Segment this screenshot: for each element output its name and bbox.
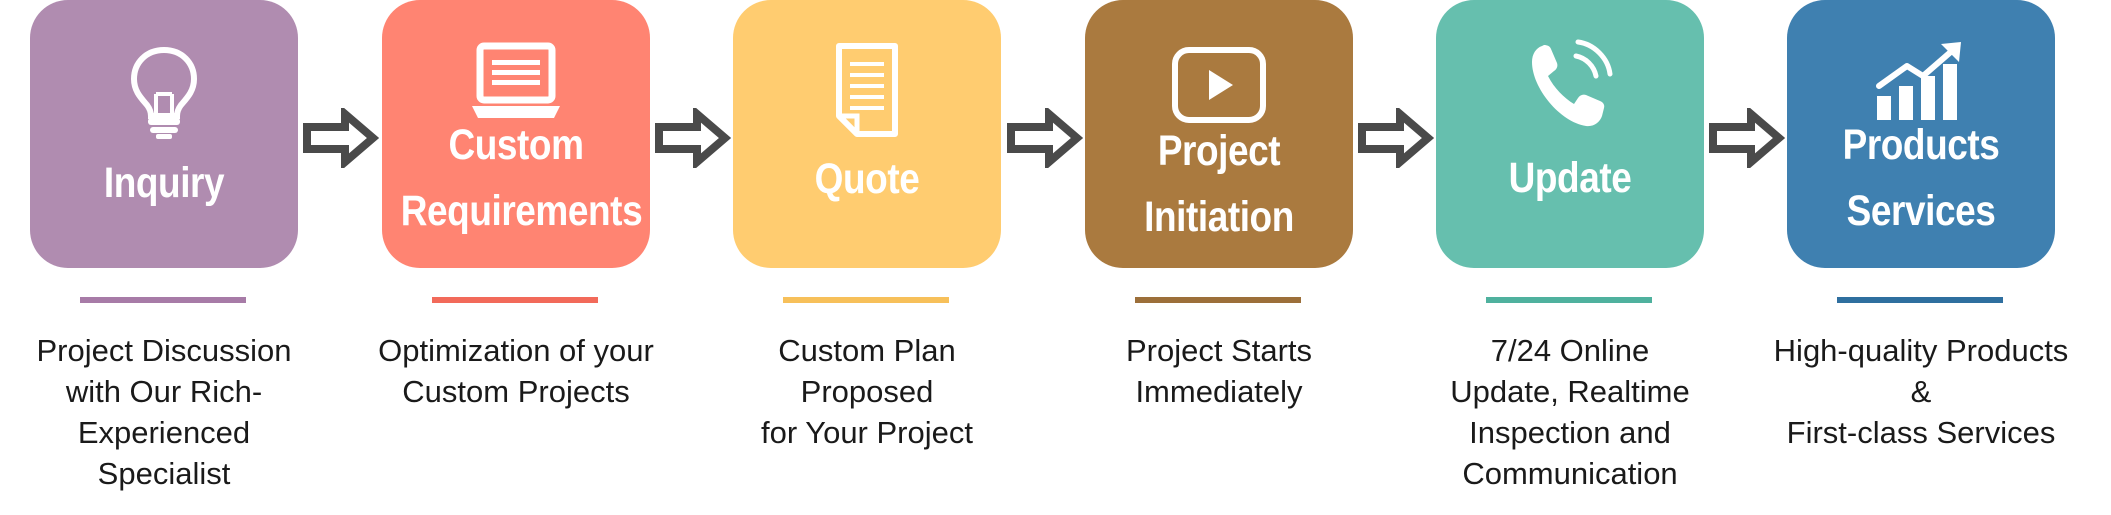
step-tile: Update — [1436, 0, 1704, 268]
step-divider — [1486, 297, 1652, 303]
step-title: Inquiry — [103, 159, 225, 207]
step-description: 7/24 Online Update, Realtime Inspection … — [1450, 333, 1690, 491]
step-products-services: Products Services High-quality Products … — [1774, 0, 2068, 515]
laptop-icon — [466, 38, 566, 138]
step-title: Project Initiation — [1144, 127, 1294, 241]
step-tile: Inquiry — [30, 0, 298, 268]
step-description: High-quality Products & First-class Serv… — [1773, 333, 2069, 450]
lightbulb-icon — [114, 42, 214, 142]
step-tile: Products Services — [1787, 0, 2055, 268]
step-divider — [80, 297, 246, 303]
step-quote: Quote Custom Plan Proposed for Your Proj… — [733, 0, 1001, 515]
step-divider — [1135, 297, 1301, 303]
arrow-right-icon — [1709, 108, 1785, 168]
step-title: Update — [1508, 154, 1632, 202]
step-divider — [1837, 297, 2003, 303]
step-title: Custom Requirements — [400, 121, 643, 235]
step-custom-requirements: Custom Requirements Optimization of your… — [378, 0, 654, 515]
step-tile: Custom Requirements — [382, 0, 650, 268]
step-inquiry: Inquiry Project Discussion with Our Rich… — [30, 0, 298, 515]
step-update: Update 7/24 Online Update, Realtime Insp… — [1436, 0, 1704, 515]
step-tile: Project Initiation — [1085, 0, 1353, 268]
growth-chart-icon — [1871, 30, 1971, 130]
arrow-right-icon — [1358, 108, 1434, 168]
step-title: Quote — [814, 155, 920, 203]
arrow-right-icon — [655, 108, 731, 168]
step-project-initiation: Project Initiation Project Starts Immedi… — [1085, 0, 1353, 515]
step-description: Project Discussion with Our Rich- Experi… — [36, 333, 292, 491]
arrow-right-icon — [1007, 108, 1083, 168]
step-description: Project Starts Immediately — [1125, 333, 1313, 409]
step-description: Custom Plan Proposed for Your Project — [761, 333, 973, 450]
document-icon — [817, 40, 917, 140]
step-divider — [432, 297, 598, 303]
step-title: Products Services — [1842, 121, 2000, 235]
play-button-icon — [1169, 34, 1269, 134]
step-divider — [783, 297, 949, 303]
arrow-right-icon — [303, 108, 379, 168]
step-tile: Quote — [733, 0, 1001, 268]
step-description: Optimization of your Custom Projects — [378, 333, 654, 409]
phone-icon — [1520, 36, 1620, 136]
